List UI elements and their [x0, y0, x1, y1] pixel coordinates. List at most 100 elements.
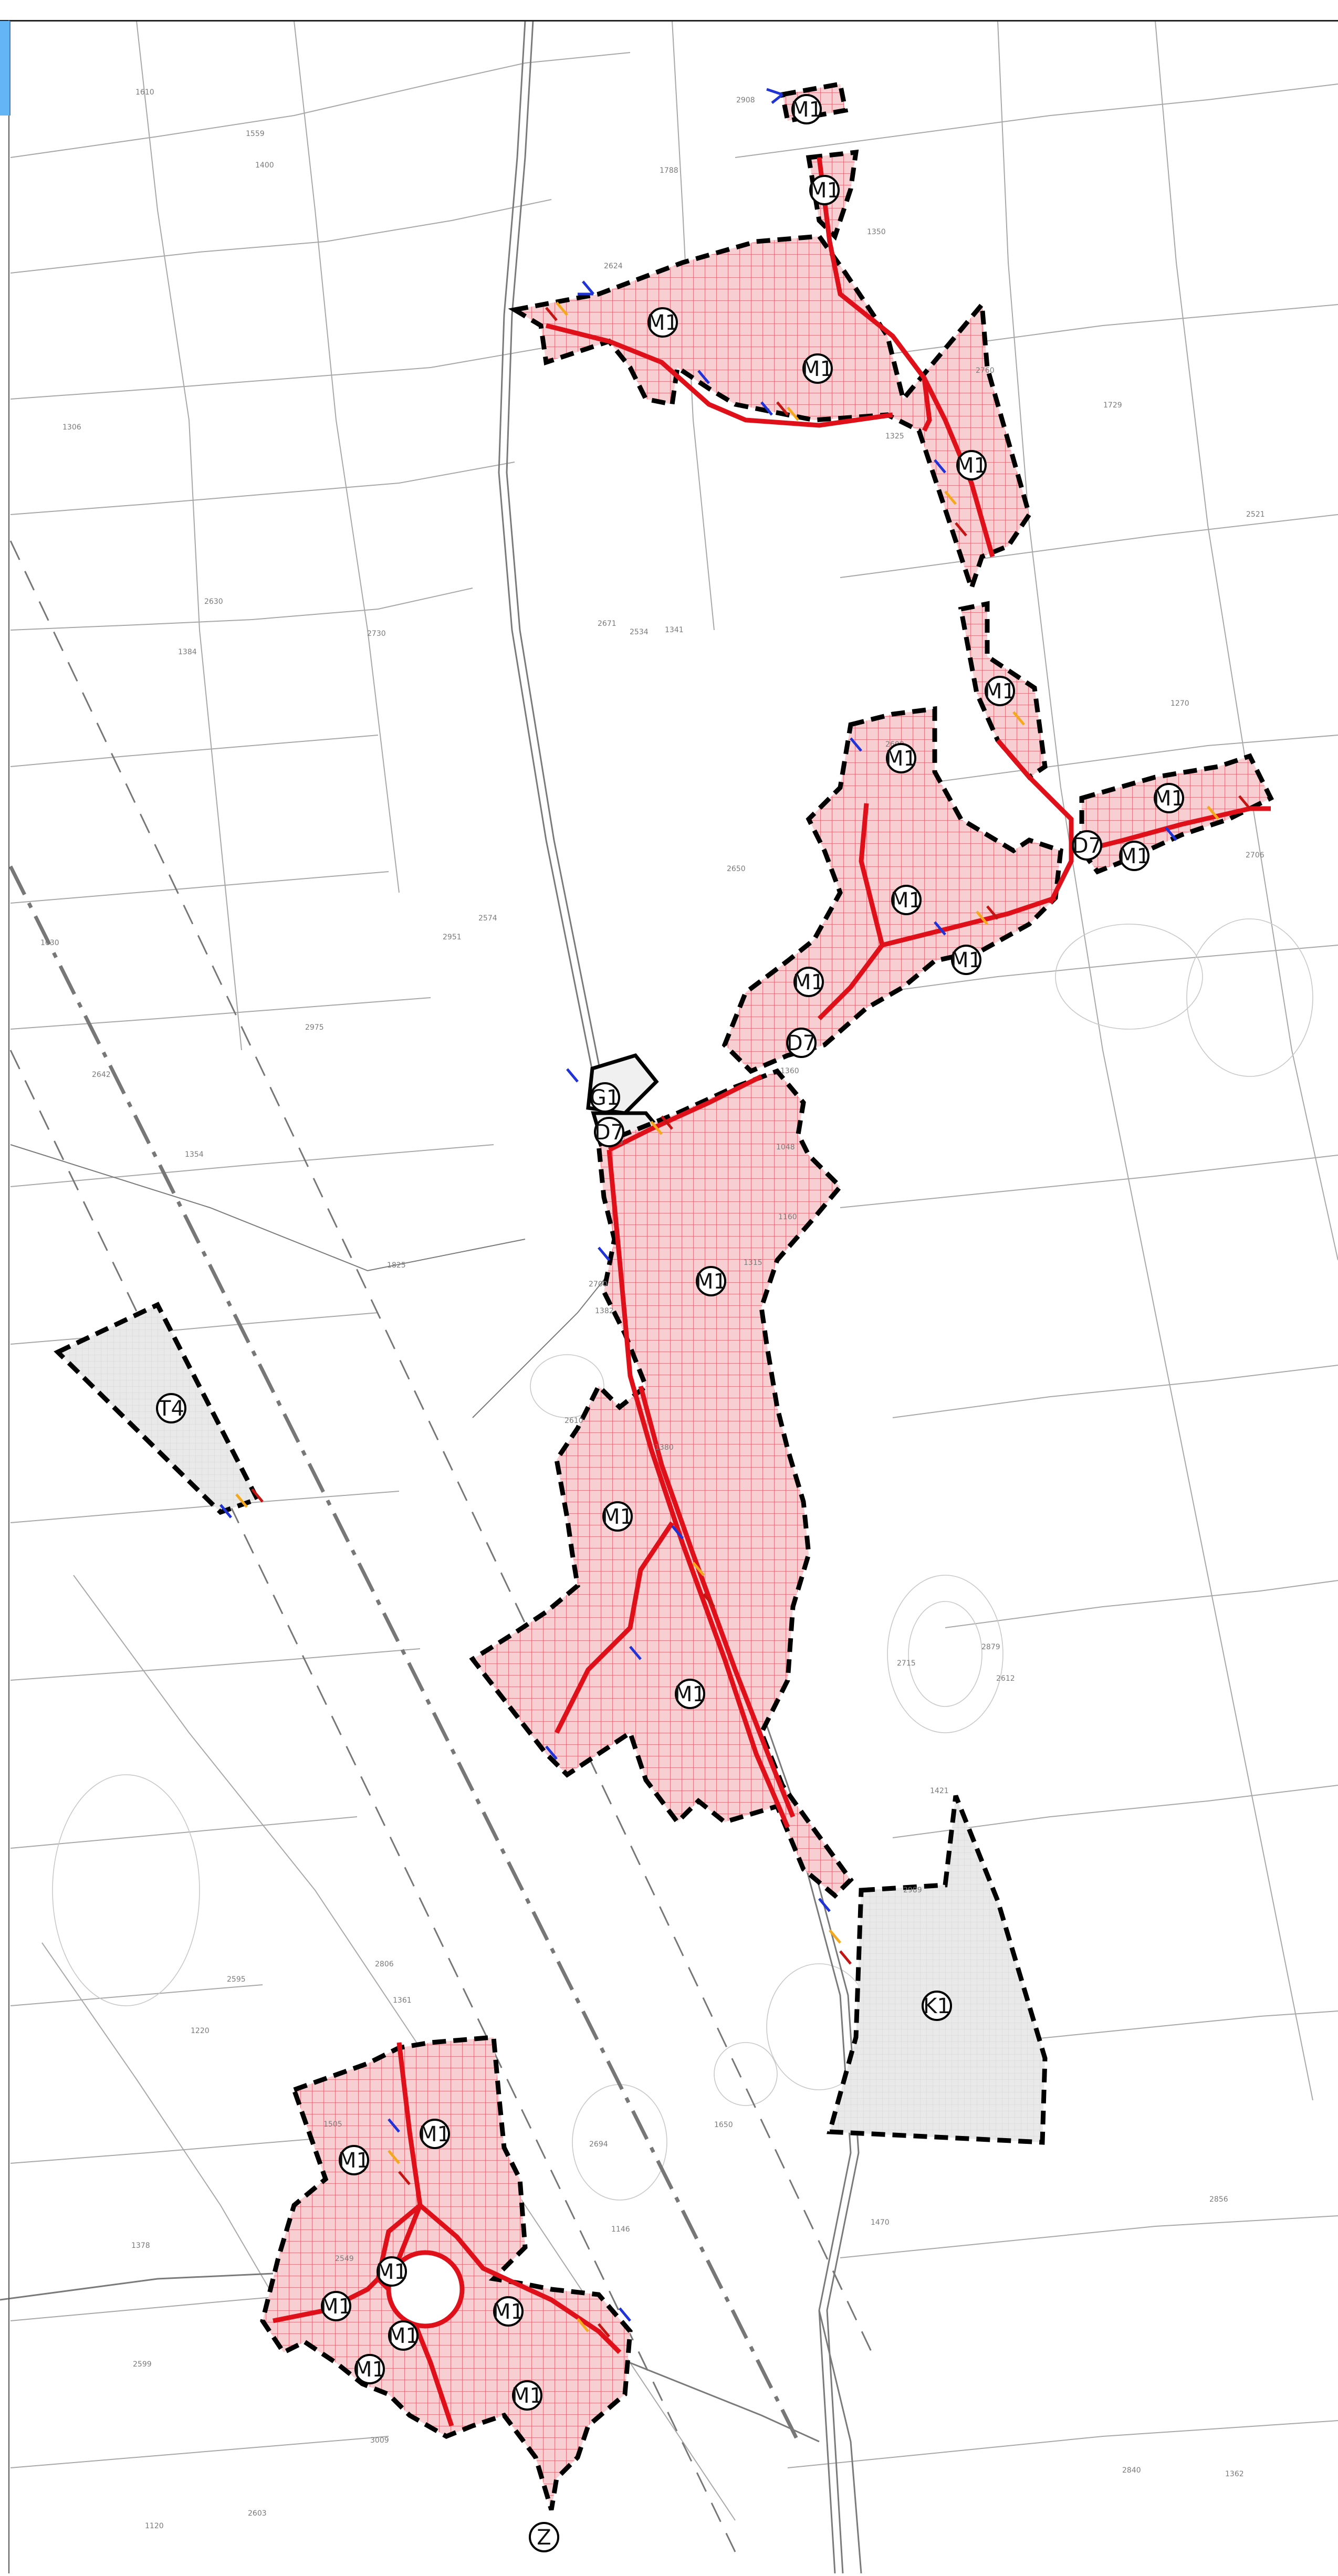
power-line-corridor [8, 540, 873, 2552]
parcel-number: 2856 [1209, 2195, 1228, 2204]
parcel-number: 2642 [92, 1071, 111, 1079]
parcel-number: 1325 [885, 432, 904, 441]
parcel-number: 1350 [867, 228, 886, 236]
svg-text:M1: M1 [647, 311, 678, 335]
zone-label-m1-8[interactable]: M1 [1153, 783, 1185, 813]
zone-label-m1-19[interactable]: M1 [320, 2291, 352, 2321]
parcel-number: 1270 [1170, 699, 1189, 708]
zone-k1-area[interactable] [827, 1795, 1048, 2145]
zone-label-m1-1[interactable]: M1 [791, 94, 822, 124]
zone-label-m1-20[interactable]: M1 [493, 2296, 524, 2327]
parcel-number: 1362 [1225, 2470, 1244, 2478]
parcel-number: 1825 [387, 1261, 406, 1270]
parcel-number: 1470 [871, 2218, 890, 2227]
parcel-number: 1610 [135, 88, 154, 97]
parcel-number: 1160 [778, 1213, 797, 1221]
parcel-number: 1421 [930, 1787, 949, 1795]
top-border-line [0, 20, 1338, 22]
parcel-number: 2989 [903, 1886, 922, 1894]
parcel-number: 2603 [248, 2509, 267, 2518]
svg-text:M1: M1 [984, 679, 1016, 704]
parcel-number: 1384 [178, 648, 197, 656]
svg-text:M1: M1 [950, 948, 982, 972]
svg-text:M1: M1 [419, 2122, 451, 2146]
svg-text:G1: G1 [590, 1086, 620, 1110]
parcel-lines [10, 20, 1338, 2521]
svg-text:M1: M1 [885, 747, 917, 771]
parcel-number: 2624 [604, 262, 623, 270]
zone-label-t4[interactable]: T4 [156, 1393, 186, 1423]
zone-label-k1[interactable]: K1 [922, 1991, 952, 2021]
parcel-number: 1306 [62, 423, 81, 432]
parcel-number: 2706 [1246, 851, 1264, 860]
svg-text:M1: M1 [338, 2149, 370, 2173]
zone-label-d7-b[interactable]: D7 [1072, 830, 1102, 861]
parcel-number: 2574 [478, 914, 497, 923]
zone-label-d7-c[interactable]: D7 [786, 1028, 817, 1058]
parcel-number: 2610 [565, 1417, 583, 1425]
svg-text:M1: M1 [376, 2260, 407, 2284]
parcel-number: 2715 [897, 1659, 916, 1668]
zone-label-m1-2[interactable]: M1 [809, 175, 840, 205]
parcel-number: 1354 [185, 1150, 204, 1159]
zone-label-m1-13[interactable]: M1 [695, 1266, 727, 1296]
zone-label-m1-11[interactable]: M1 [950, 945, 982, 975]
parcel-number: 1380 [655, 1443, 674, 1452]
m1-area-north-main[interactable] [508, 234, 1032, 596]
zone-label-m1-5[interactable]: M1 [956, 450, 987, 480]
svg-text:M1: M1 [1153, 787, 1185, 811]
parcel-number: 1400 [255, 161, 274, 170]
m1-area-east[interactable] [1079, 753, 1274, 875]
parcel-number: 2549 [335, 2255, 354, 2263]
zone-label-m1-21[interactable]: M1 [388, 2320, 419, 2351]
zone-label-m1-15[interactable]: M1 [674, 1679, 706, 1709]
svg-text:M1: M1 [674, 1682, 706, 1706]
zone-label-m1-7[interactable]: M1 [885, 743, 917, 773]
zone-label-m1-10[interactable]: M1 [891, 885, 922, 915]
zone-label-m1-12[interactable]: M1 [793, 967, 824, 997]
legend-tab[interactable] [0, 21, 11, 116]
parcel-number: 2534 [630, 628, 649, 636]
svg-text:M1: M1 [809, 179, 840, 203]
zone-label-m1-9[interactable]: M1 [1119, 841, 1150, 871]
parcel-number: 2975 [305, 1023, 324, 1032]
zone-label-m1-6[interactable]: M1 [984, 676, 1016, 706]
zone-label-d7-a[interactable]: D7 [594, 1117, 624, 1147]
zone-label-z[interactable]: Z [529, 2522, 559, 2552]
svg-text:M1: M1 [320, 2295, 352, 2319]
zone-label-m1-16[interactable]: M1 [419, 2119, 451, 2149]
planned-roads [273, 157, 1271, 2427]
svg-text:M1: M1 [802, 357, 833, 381]
zone-label-m1-17[interactable]: M1 [338, 2145, 370, 2175]
parcel-number: 1729 [1103, 401, 1122, 410]
access-arrows [219, 88, 1251, 2338]
parcel-number: 2599 [133, 2360, 152, 2369]
parcel-number: 1382 [595, 1307, 614, 1315]
zone-label-m1-3[interactable]: M1 [647, 307, 678, 338]
zone-label-g1[interactable]: G1 [590, 1082, 620, 1113]
zone-labels: M1 M1 M1 M1 M1 M1 M1 M1 M1 M1 M1 M1 M1 M… [156, 94, 1185, 2552]
zone-label-m1-22[interactable]: M1 [354, 2354, 385, 2384]
parcel-number: 2671 [598, 620, 616, 628]
parcel-number: 2760 [976, 366, 995, 375]
svg-text:M1: M1 [793, 970, 824, 994]
parcel-number: 2908 [736, 96, 755, 104]
svg-text:M1: M1 [388, 2324, 419, 2348]
zone-label-m1-14[interactable]: M1 [602, 1501, 633, 1532]
svg-text:M1: M1 [1119, 844, 1150, 868]
zone-label-m1-18[interactable]: M1 [376, 2256, 407, 2287]
parcel-number: 2630 [204, 598, 223, 606]
parcel-number: 1650 [714, 2121, 733, 2129]
svg-text:M1: M1 [602, 1505, 633, 1529]
parcel-number: 1378 [131, 2242, 150, 2250]
parcel-number: 2595 [227, 1975, 246, 1984]
parcel-numbers: 1380138413821378136013611350134113251315… [40, 88, 1265, 2530]
svg-text:D7: D7 [787, 1031, 816, 1055]
svg-text:M1: M1 [511, 2384, 543, 2408]
zone-label-m1-23[interactable]: M1 [511, 2380, 543, 2411]
parcel-number: 1361 [393, 1996, 412, 2005]
zone-label-m1-4[interactable]: M1 [802, 353, 833, 384]
parcel-number: 1120 [145, 2522, 164, 2530]
